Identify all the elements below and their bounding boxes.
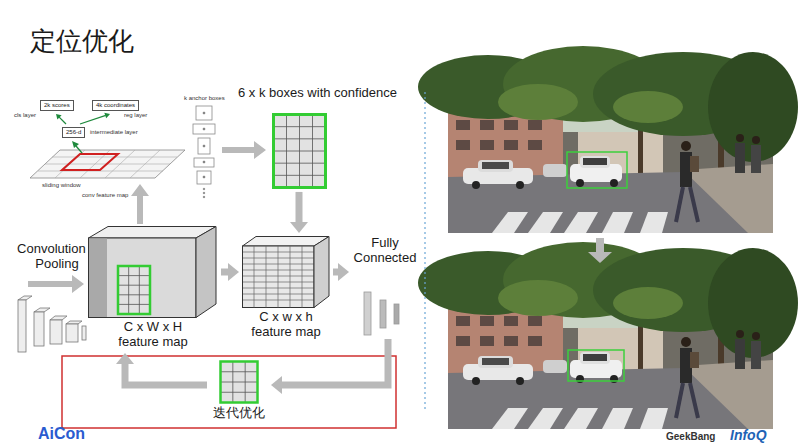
separator (424, 92, 425, 412)
arrow-head (104, 113, 110, 119)
arrow-head (271, 376, 282, 394)
connector (333, 263, 349, 281)
node-text: C x w x h feature map (244, 310, 328, 340)
connector (56, 114, 66, 124)
conv-feature-grid (30, 141, 185, 178)
node-text: 4k coordinates (96, 102, 135, 109)
down-arrow (588, 238, 612, 263)
fc-node: Fully Connected (352, 236, 418, 336)
logo-text: GeekBang (666, 431, 715, 443)
node-text: 256-d (66, 129, 81, 136)
connector-line (296, 192, 303, 223)
map-label: conv feature map (82, 192, 128, 199)
layer-box: 2k scores (40, 100, 74, 111)
feature-map: C x w x h feature map (242, 236, 330, 340)
street-photo (418, 46, 798, 233)
stage-label: Convolution + Pooling (14, 242, 100, 272)
connector-line (282, 339, 389, 385)
node-text: Fully Connected (352, 236, 418, 266)
connector-line (80, 115, 106, 124)
connector-line (125, 363, 207, 385)
refine-node: 迭代优化 (210, 360, 268, 421)
connector-line (59, 117, 66, 124)
connector (290, 192, 308, 233)
detection-box (568, 350, 624, 381)
node-text: 2k scores (44, 102, 70, 109)
connector (271, 339, 388, 394)
confidence-node: 6 x k boxes with confidence (238, 86, 418, 189)
anchor-boxes (193, 106, 215, 198)
arrow-head (116, 353, 134, 364)
layer-label: cls layer (14, 112, 36, 119)
layer-label: reg layer (124, 112, 147, 119)
fc-bars (352, 290, 418, 336)
confidence-grid (272, 113, 327, 189)
window-label: sliding window (42, 182, 81, 189)
layer-box: 256-d (62, 127, 85, 138)
node-text: 6 x k boxes with confidence (238, 86, 418, 101)
connector (80, 113, 110, 124)
layer-box: 4k coordinates (92, 100, 139, 111)
detection-box (567, 152, 627, 188)
feature-map-block (88, 226, 218, 318)
iteration-frame (62, 356, 396, 428)
block-arrow (222, 141, 266, 159)
logo-text: InfoQ (730, 427, 767, 443)
refine-grid (219, 360, 259, 404)
pooled-map-block (242, 236, 330, 308)
node-text: 迭代优化 (210, 406, 268, 421)
anchor-label: k anchor boxes (184, 95, 225, 102)
node-text: C x W x H feature map (111, 320, 195, 350)
street-photo (418, 242, 798, 429)
feature-map: C x W x H feature map (88, 226, 218, 350)
block-arrow (131, 184, 149, 224)
block-arrow (28, 275, 84, 293)
connector-line (221, 269, 229, 276)
conv-layers (18, 296, 86, 352)
connector (221, 263, 239, 281)
arrow-head (56, 114, 62, 120)
arrow-head (290, 222, 308, 233)
connector (116, 353, 207, 385)
arrow-head (228, 263, 239, 281)
arrow-head (338, 263, 349, 281)
logo-text: AiCon (38, 425, 85, 443)
layer-label: intermediate layer (90, 129, 138, 136)
slide-title: 定位优化 (30, 24, 134, 59)
connector-line (333, 269, 339, 276)
